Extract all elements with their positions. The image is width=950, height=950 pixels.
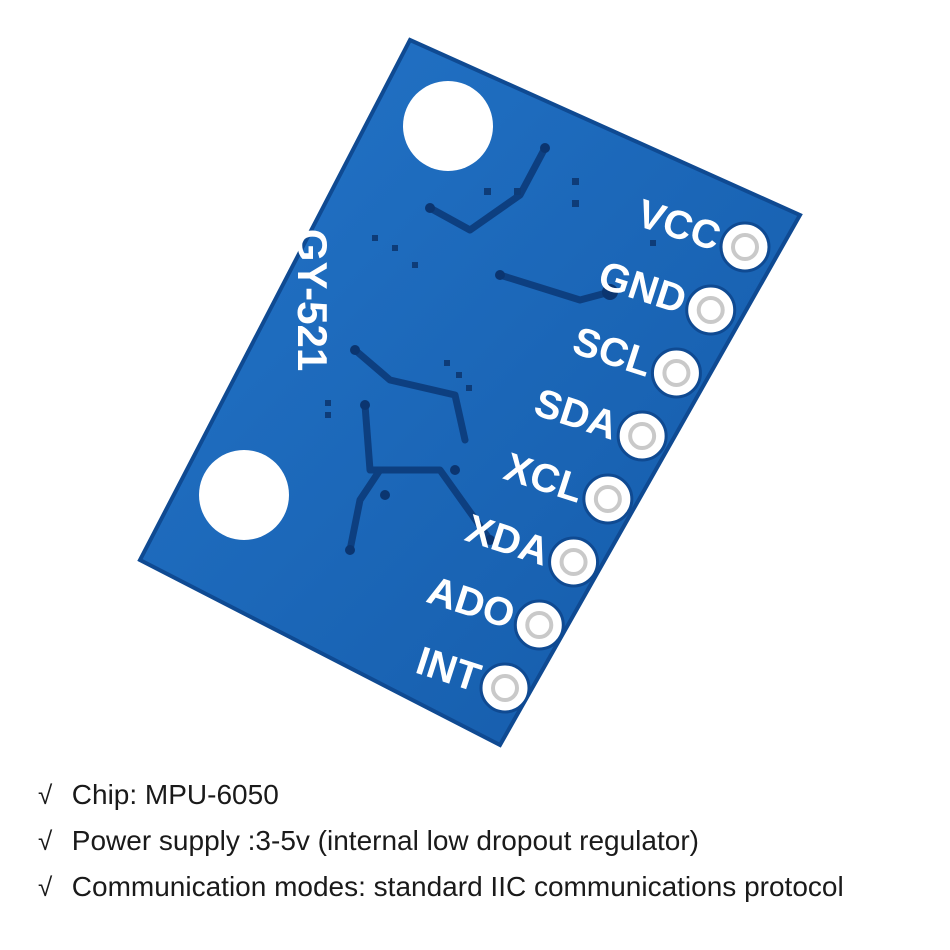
pin-hole-scl: [662, 359, 691, 387]
spec-text-chip: Chip: MPU-6050: [71, 779, 279, 810]
pin-hole-gnd: [696, 296, 725, 324]
smd-components: [325, 178, 656, 418]
spec-text-power: Power supply :3-5v (internal low dropout…: [71, 825, 699, 856]
pcb-vias: [345, 143, 618, 555]
spec-item-chip: √ Chip: MPU-6050: [38, 772, 844, 818]
pin-hole-int: [491, 674, 519, 702]
mounting-hole-bottom: [199, 450, 289, 540]
spec-item-power: √ Power supply :3-5v (internal low dropo…: [38, 818, 844, 864]
spec-item-communication: √ Communication modes: standard IIC comm…: [38, 864, 844, 910]
pin-hole-xcl: [593, 485, 622, 513]
check-icon: √: [38, 780, 53, 810]
check-icon: √: [38, 826, 53, 856]
spec-text-communication: Communication modes: standard IIC commun…: [71, 871, 844, 902]
spec-list: √ Chip: MPU-6050 √ Power supply :3-5v (i…: [38, 772, 844, 910]
pin-hole-xda: [559, 548, 588, 576]
pin-hole-sda: [628, 422, 657, 450]
pin-hole-ado: [525, 611, 554, 639]
pin-hole-vcc: [731, 233, 759, 261]
pcb-board: [137, 37, 803, 748]
mounting-hole-top: [403, 81, 493, 171]
board-model-label: GY-521: [289, 229, 336, 371]
check-icon: √: [38, 872, 53, 902]
pcb-traces: [346, 144, 614, 554]
